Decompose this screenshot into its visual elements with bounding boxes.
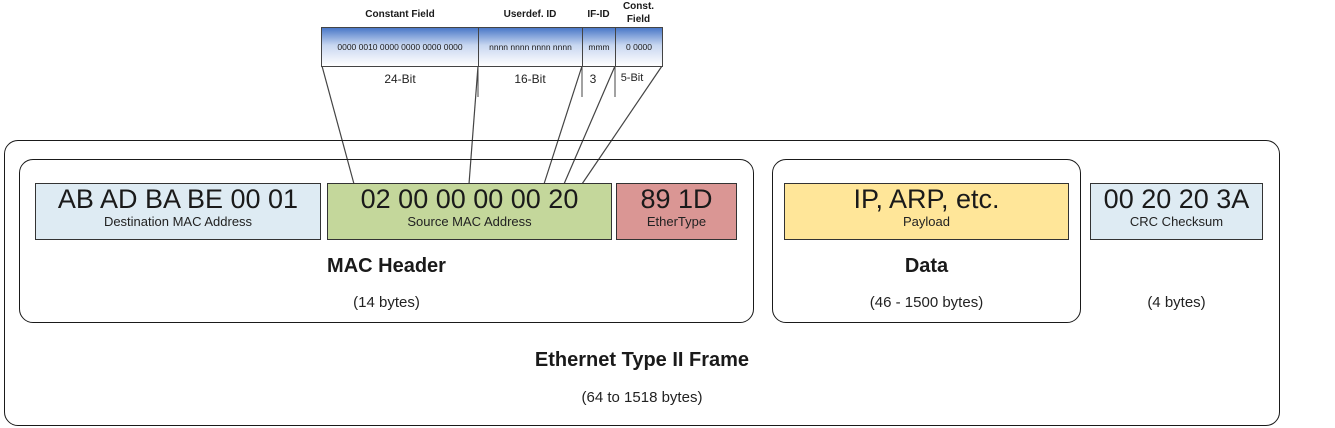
- const-field-bits: 0 0000: [626, 42, 652, 52]
- frame-title: Ethernet Type II Frame: [534, 349, 750, 371]
- const-field-header: Const. Field: [615, 0, 662, 26]
- mac-header-box: [19, 159, 754, 323]
- source-mac-field: 02 00 00 00 00 20 Source MAC Address: [327, 183, 612, 240]
- ethertype-field: 89 1D EtherType: [616, 183, 737, 240]
- if-id-header: IF-ID: [587, 9, 610, 20]
- source-mac-label: Source MAC Address: [407, 214, 532, 229]
- ethertype-label: EtherType: [646, 214, 707, 229]
- const-field-header-line2: Field: [626, 14, 651, 25]
- mac-bit-field-bar: 0000 0010 0000 0000 0000 0000 nnnn nnnn …: [321, 27, 663, 67]
- const-field-bit-size: 5-Bit: [620, 72, 644, 84]
- constant-field-bits: 0000 0010 0000 0000 0000 0000: [322, 28, 479, 66]
- data-size: (46 - 1500 bytes): [869, 294, 984, 311]
- ethertype-value: 89 1D: [640, 184, 713, 214]
- crc-label: CRC Checksum: [1129, 214, 1224, 229]
- userdef-id-header: Userdef. ID: [503, 9, 557, 20]
- destination-mac-field: AB AD BA BE 00 01 Destination MAC Addres…: [35, 183, 321, 240]
- payload-value: IP, ARP, etc.: [853, 184, 1000, 214]
- crc-size: (4 bytes): [1147, 294, 1206, 311]
- mac-header-title: MAC Header: [327, 255, 446, 277]
- crc-field: 00 20 20 3A CRC Checksum: [1090, 183, 1263, 240]
- frame-size: (64 to 1518 bytes): [581, 389, 703, 406]
- if-id-bits: mmm: [583, 28, 616, 66]
- data-box: [772, 159, 1081, 323]
- crc-value: 00 20 20 3A: [1103, 184, 1250, 214]
- payload-label: Payload: [903, 214, 950, 229]
- userdef-id-bits: nnnn nnnn nnnn nnnn: [479, 28, 583, 66]
- mac-header-size: (14 bytes): [353, 294, 420, 311]
- source-mac-value: 02 00 00 00 00 20: [360, 184, 579, 214]
- ethernet-frame-box: [4, 140, 1280, 426]
- destination-mac-value: AB AD BA BE 00 01: [57, 184, 299, 214]
- constant-field-header: Constant Field: [365, 9, 435, 20]
- const-field-header-line1: Const.: [622, 1, 655, 12]
- data-title: Data: [904, 255, 949, 277]
- destination-mac-label: Destination MAC Address: [103, 214, 253, 229]
- constant-field-bit-size: 24-Bit: [384, 72, 416, 86]
- userdef-id-bit-size: 16-Bit: [514, 72, 546, 86]
- if-id-bit-size: 3: [589, 72, 597, 86]
- payload-field: IP, ARP, etc. Payload: [784, 183, 1069, 240]
